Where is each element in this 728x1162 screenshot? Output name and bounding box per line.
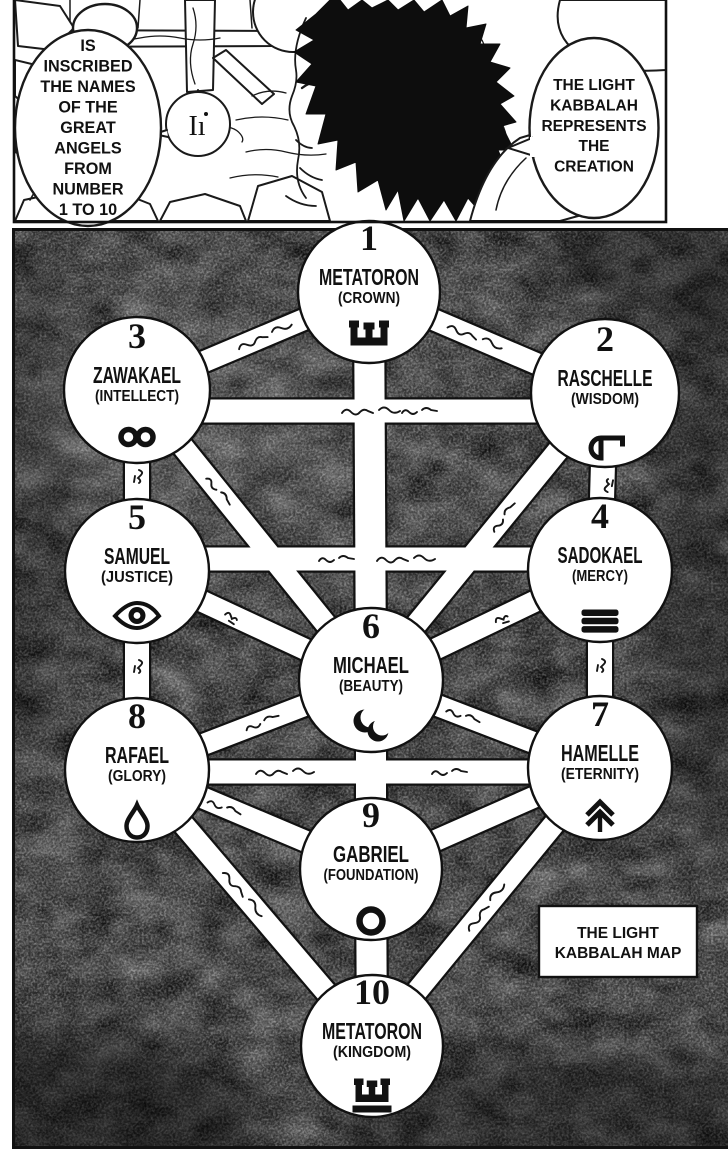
svg-text:RASCHELLE: RASCHELLE xyxy=(558,365,653,391)
svg-text:3: 3 xyxy=(128,316,146,356)
svg-text:IS: IS xyxy=(80,37,95,55)
svg-text:Iı: Iı xyxy=(188,111,205,142)
svg-text:2: 2 xyxy=(596,319,614,359)
svg-text:THE LIGHT: THE LIGHT xyxy=(553,77,635,94)
svg-text:FROM: FROM xyxy=(64,160,112,178)
svg-text:METATORON: METATORON xyxy=(322,1018,422,1044)
svg-text:(MERCY): (MERCY) xyxy=(572,568,628,585)
svg-text:7: 7 xyxy=(591,694,609,734)
svg-text:(KINGDOM): (KINGDOM) xyxy=(333,1044,411,1061)
svg-text:REPRESENTS: REPRESENTS xyxy=(541,118,646,135)
svg-text:METATORON: METATORON xyxy=(319,264,419,290)
svg-text:MICHAEL: MICHAEL xyxy=(333,652,409,678)
svg-text:THE: THE xyxy=(579,138,610,155)
svg-text:(WISDOM): (WISDOM) xyxy=(571,391,639,408)
svg-text:KABBALAH: KABBALAH xyxy=(550,97,638,114)
svg-text:ANGELS: ANGELS xyxy=(54,140,122,158)
svg-text:6: 6 xyxy=(362,606,380,646)
svg-text:9: 9 xyxy=(362,795,380,835)
svg-text:5: 5 xyxy=(128,497,146,537)
svg-text:(JUSTICE): (JUSTICE) xyxy=(101,569,173,586)
svg-text:HAMELLE: HAMELLE xyxy=(561,740,639,766)
svg-text:SADOKAEL: SADOKAEL xyxy=(558,542,643,568)
svg-text:(INTELLECT): (INTELLECT) xyxy=(95,388,179,405)
svg-text:(FOUNDATION): (FOUNDATION) xyxy=(324,867,419,884)
svg-text:OF THE: OF THE xyxy=(58,99,118,117)
svg-text:(GLORY): (GLORY) xyxy=(108,768,166,785)
svg-text:4: 4 xyxy=(591,496,609,536)
svg-text:GABRIEL: GABRIEL xyxy=(333,841,409,867)
svg-text:GREAT: GREAT xyxy=(60,119,116,137)
svg-text:NUMBER: NUMBER xyxy=(52,181,123,199)
svg-text:CREATION: CREATION xyxy=(554,159,634,176)
svg-text:(ETERNITY): (ETERNITY) xyxy=(561,766,639,783)
svg-text:8: 8 xyxy=(128,696,146,736)
svg-text:ZAWAKAEL: ZAWAKAEL xyxy=(93,362,181,388)
svg-text:RAFAEL: RAFAEL xyxy=(105,742,169,768)
svg-text:SAMUEL: SAMUEL xyxy=(104,543,170,569)
svg-text:INSCRIBED: INSCRIBED xyxy=(43,58,132,76)
svg-text:1: 1 xyxy=(360,218,378,258)
svg-text:THE LIGHT: THE LIGHT xyxy=(577,925,659,942)
svg-text:(CROWN): (CROWN) xyxy=(338,290,400,307)
svg-text:10: 10 xyxy=(354,972,390,1012)
svg-text:THE NAMES: THE NAMES xyxy=(40,78,136,96)
svg-text:KABBALAH MAP: KABBALAH MAP xyxy=(555,945,682,962)
svg-text:(BEAUTY): (BEAUTY) xyxy=(339,678,403,695)
svg-text:1 TO 10: 1 TO 10 xyxy=(59,201,117,219)
